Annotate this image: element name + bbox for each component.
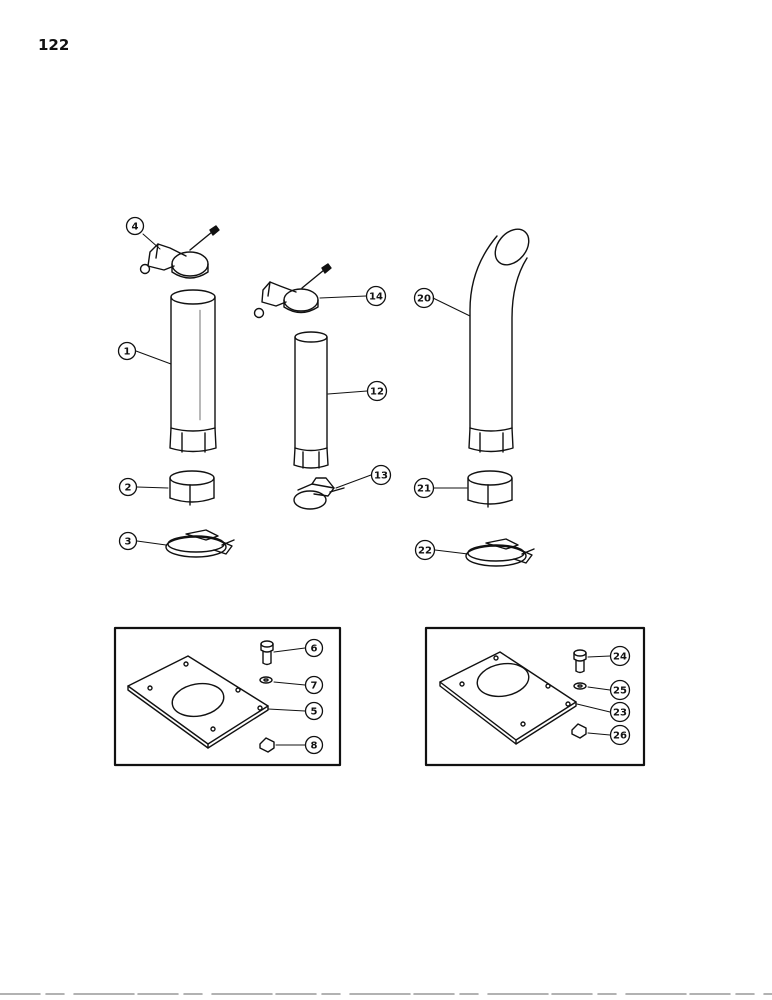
callout-20: 20 [413,287,435,309]
callout-12-label: 12 [370,387,384,398]
rain-cap-middle [253,263,332,319]
callout-21: 21 [413,477,435,499]
u-bolt-clamp [293,477,345,510]
callout-7: 7 [304,675,324,695]
callout-3-label: 3 [125,537,132,548]
callout-22-label: 22 [418,546,432,557]
callout-26-label: 26 [613,731,627,742]
callout-13-label: 13 [374,471,388,482]
callout-3: 3 [118,531,138,551]
callout-8-label: 8 [311,741,318,752]
callout-14: 14 [365,285,387,307]
callout-14-label: 14 [369,292,383,303]
callout-5-label: 5 [311,707,318,718]
callout-5: 5 [304,701,324,721]
pipe-sleeve-right [467,470,513,508]
callout-13: 13 [370,464,392,486]
mounting-kit-box-left [113,626,342,767]
rain-cap-left [139,225,220,279]
callouts: 4 1 2 3 14 12 13 20 21 22 6 7 5 8 24 25 … [117,216,631,755]
callout-26: 26 [609,724,631,746]
callout-2: 2 [118,477,138,497]
page-number: 122 [38,36,70,54]
callout-21-label: 21 [417,484,431,495]
callout-20-label: 20 [417,294,431,305]
callout-8: 8 [304,735,324,755]
exhaust-pipe-curved [468,228,530,453]
callout-25-label: 25 [613,686,627,697]
callout-2-label: 2 [125,483,132,494]
callout-24-label: 24 [613,652,627,663]
callout-25: 25 [609,679,631,701]
leader-lines [135,233,611,746]
exhaust-pipe-middle [293,331,329,469]
callout-22: 22 [414,539,436,561]
callout-1-label: 1 [124,347,131,358]
callout-23: 23 [609,701,631,723]
callout-6: 6 [304,638,324,658]
callout-4: 4 [125,216,145,236]
callout-6-label: 6 [311,644,318,655]
band-clamp-left [165,529,235,558]
band-clamp-right [465,538,535,567]
exhaust-pipe-straight [169,289,217,453]
mounting-kit-box-right [424,626,646,767]
callout-4-label: 4 [132,222,139,233]
pipe-sleeve-left [169,470,215,506]
callout-24: 24 [609,645,631,667]
callout-12: 12 [366,380,388,402]
callout-7-label: 7 [311,681,318,692]
callout-23-label: 23 [613,708,627,719]
callout-1: 1 [117,341,137,361]
